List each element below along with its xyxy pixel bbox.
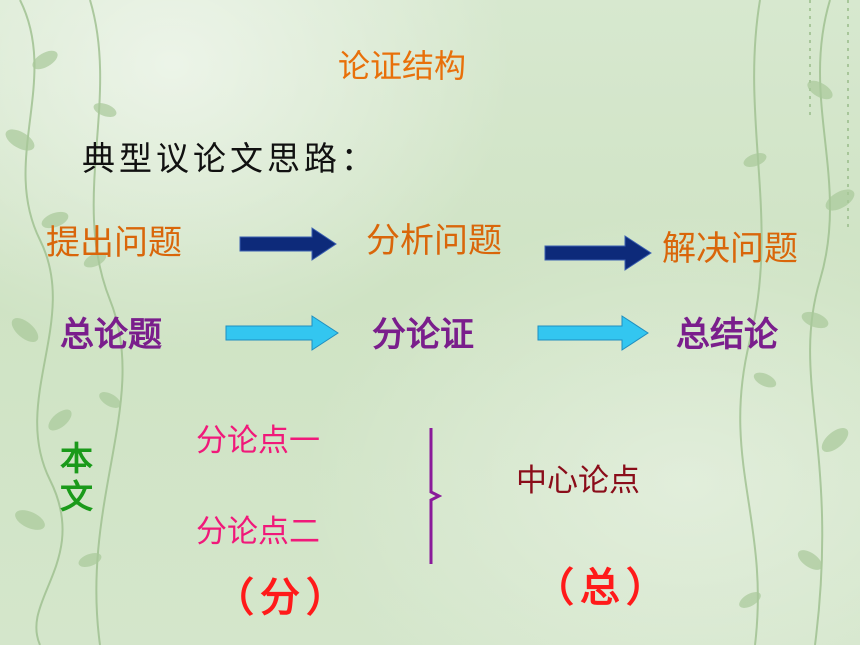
- arrow-right-icon: [537, 315, 649, 351]
- bracket-divider: [429, 428, 442, 564]
- step-sub-argument: 分论证: [372, 315, 474, 355]
- side-label-this-text: 本文: [60, 439, 93, 516]
- slide-subtitle: 典型议论文思路：: [82, 139, 378, 178]
- sub-point-two: 分论点二: [196, 514, 320, 550]
- arrow-right-icon: [544, 235, 652, 271]
- label-zong: （总）: [534, 565, 672, 611]
- arrow-right-icon: [239, 227, 337, 261]
- step-raise-question: 提出问题: [46, 223, 182, 263]
- slide-title: 论证结构: [338, 47, 467, 85]
- step-general-thesis: 总论题: [60, 315, 162, 355]
- central-point: 中心论点: [516, 463, 640, 499]
- arrow-right-icon: [225, 315, 339, 351]
- label-fen: （分）: [214, 575, 352, 621]
- step-analyze-question: 分析问题: [366, 221, 502, 261]
- step-solve-question: 解决问题: [662, 229, 798, 269]
- step-conclusion: 总结论: [676, 315, 778, 355]
- sub-point-one: 分论点一: [196, 423, 320, 459]
